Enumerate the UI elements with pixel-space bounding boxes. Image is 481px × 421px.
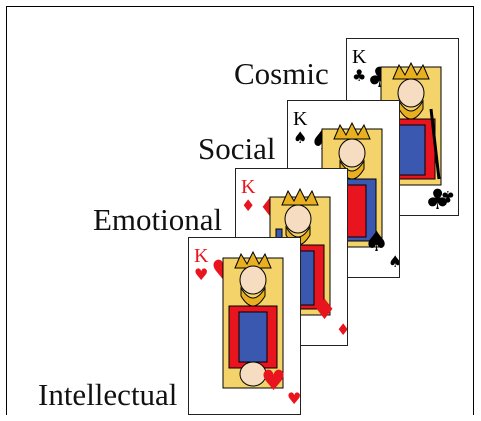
card-suit-bottom: ♠ — [388, 252, 400, 271]
label-social: Social — [198, 133, 276, 164]
card-suit-bottom: ♥ — [287, 389, 301, 408]
card-suit-top: ♠ — [293, 128, 307, 147]
label-cosmic: Cosmic — [234, 58, 329, 89]
card-suit-pip-bottom: ♥ — [261, 364, 286, 397]
card-suit-pip-bottom: ♠ — [364, 225, 389, 258]
label-emotional: Emotional — [93, 204, 222, 235]
card-suit-bottom: ♦ — [336, 320, 348, 339]
card-rank-top: K — [194, 245, 209, 267]
card-suit-pip-bottom: ♦ — [312, 293, 337, 326]
card-suit-top: ♥ — [194, 265, 208, 284]
card-rank-top: K — [241, 176, 256, 198]
card-king-of-hearts: K ♥ ♥ ♥ ♥ — [188, 237, 301, 415]
card-rank-top: K — [293, 108, 308, 130]
card-suit-top: ♦ — [241, 196, 255, 215]
label-intellectual: Intellectual — [38, 379, 177, 410]
card-suit-bottom: ♣ — [441, 187, 455, 206]
card-rank-top: K — [352, 46, 367, 68]
card-suit-top: ♣ — [352, 66, 366, 85]
